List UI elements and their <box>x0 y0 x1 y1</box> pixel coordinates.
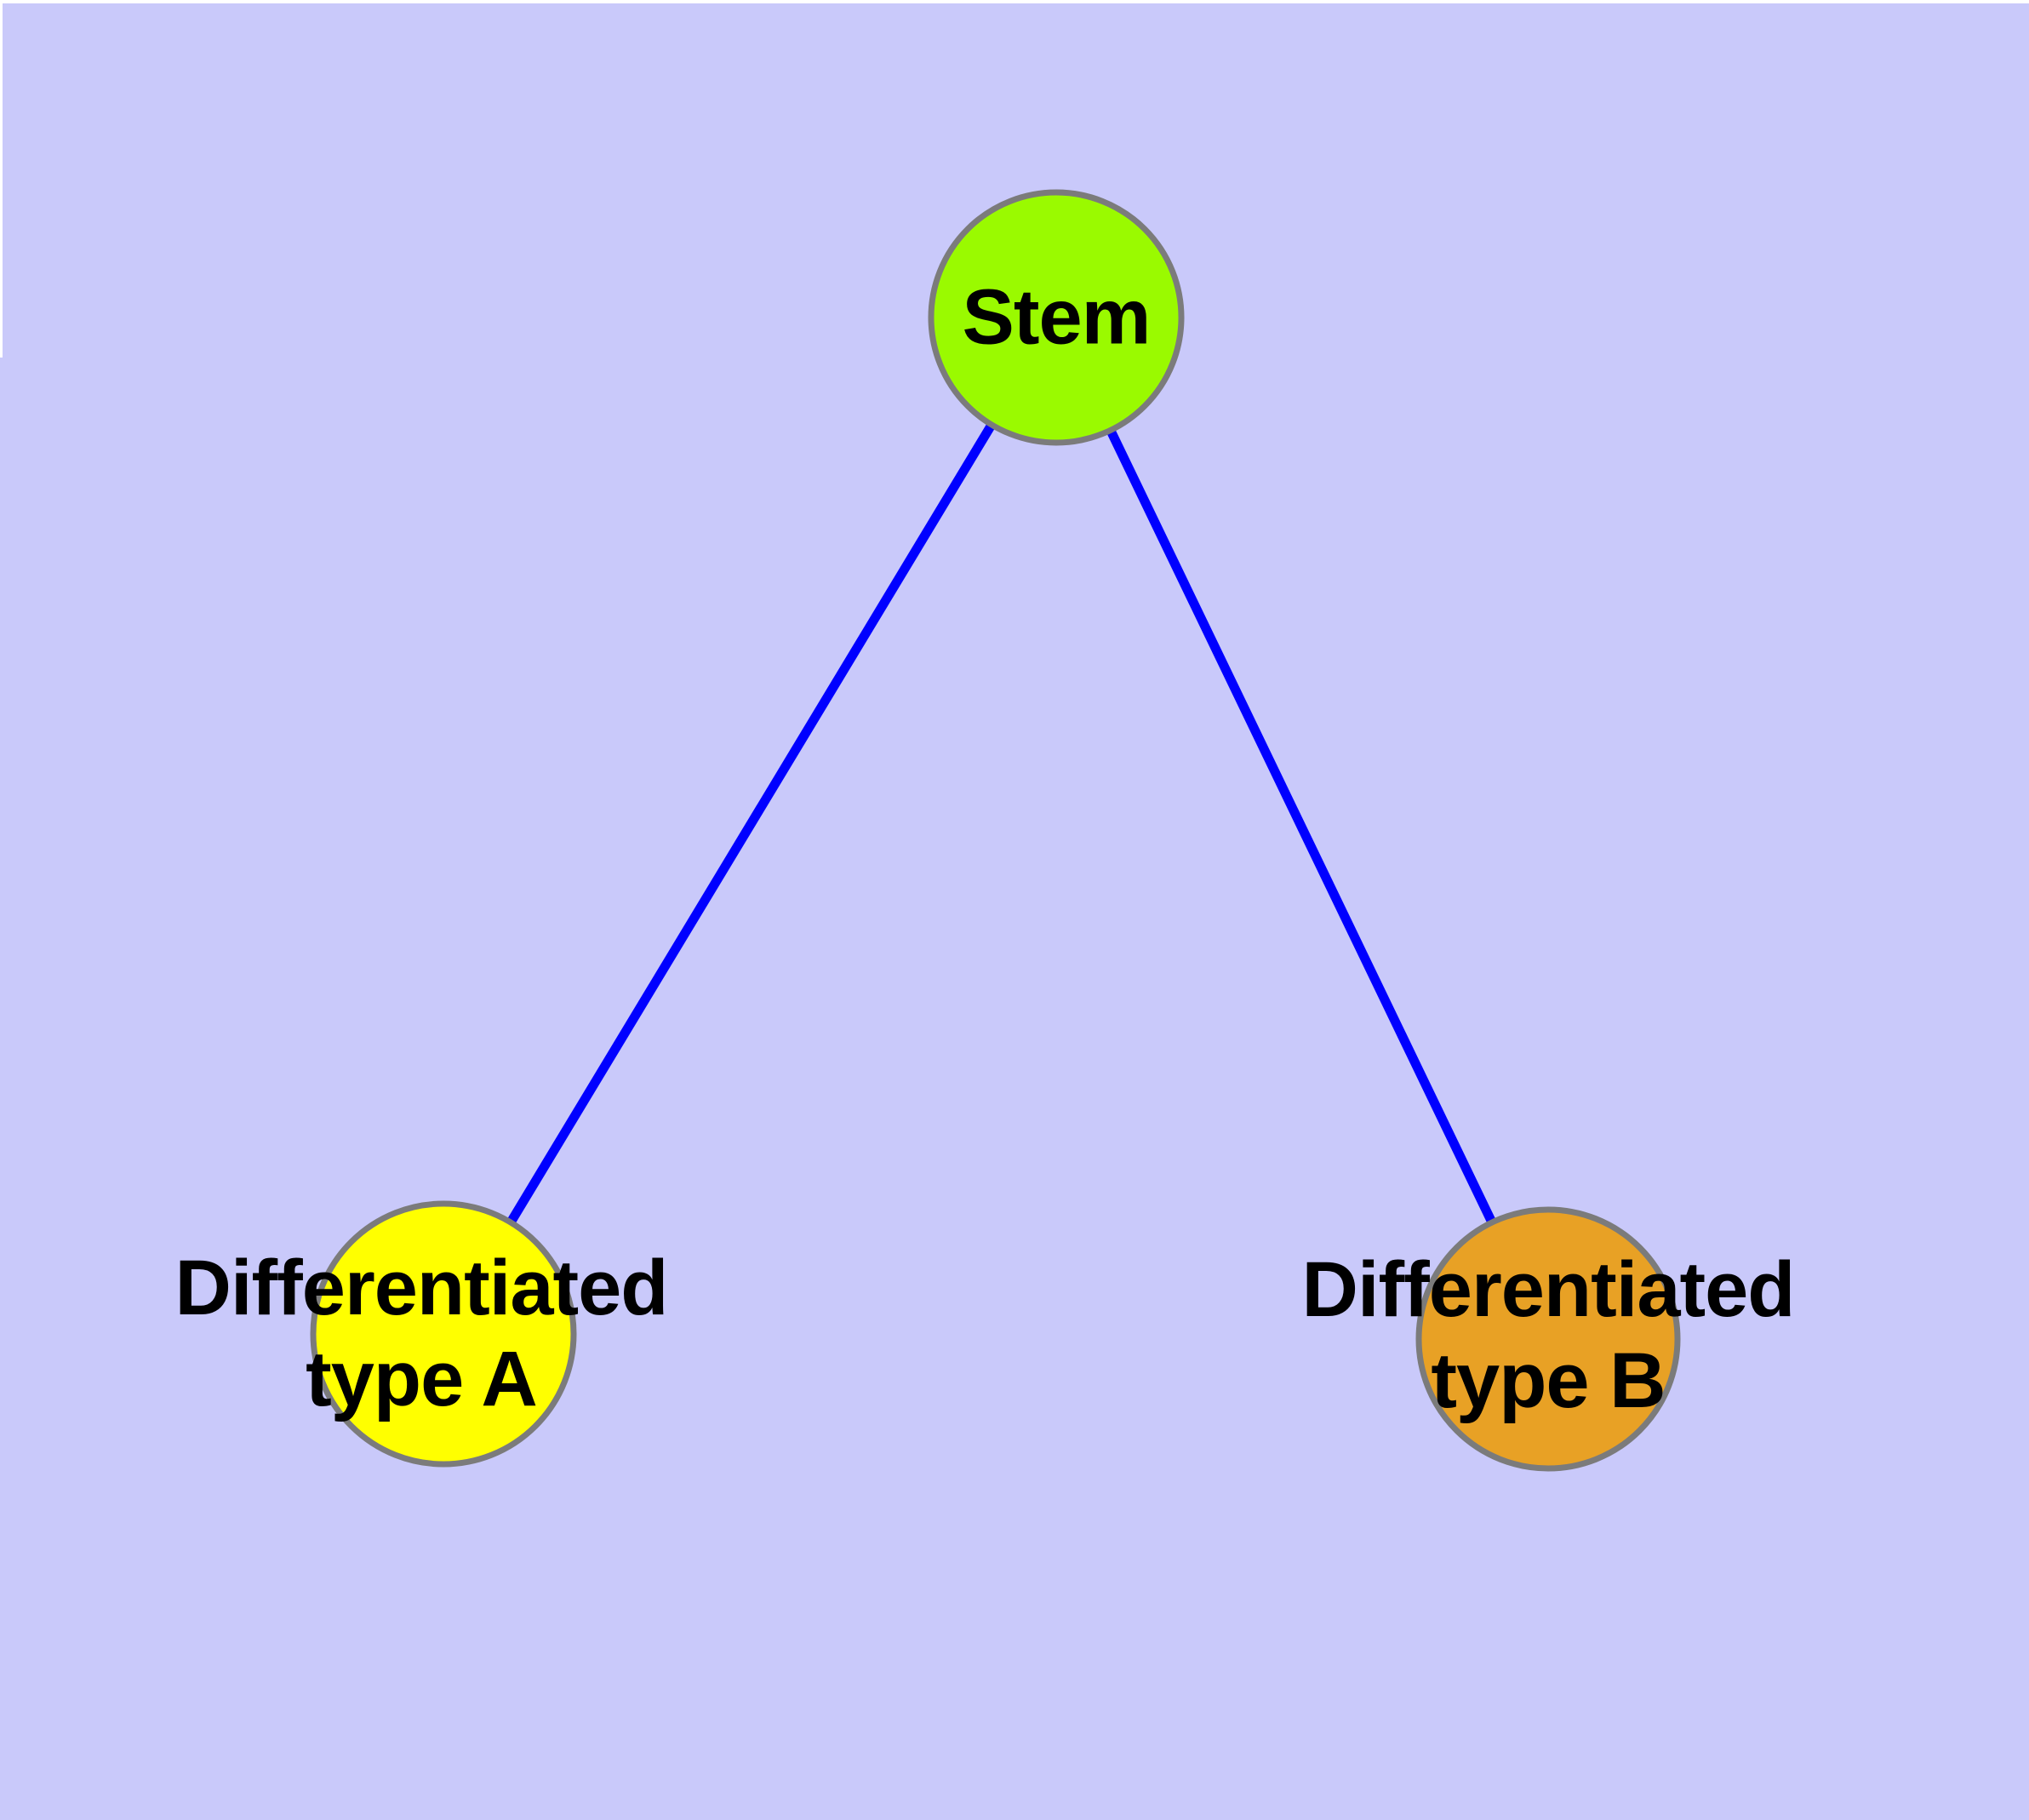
node-label-differentiated-type-b: Differentiated type B <box>1301 1246 1796 1424</box>
node-differentiated-type-b <box>1415 1206 1681 1472</box>
left-margin-strip <box>0 0 3 358</box>
edge-stem-to-type-b <box>1052 315 1552 1342</box>
top-margin-strip <box>0 0 2029 3</box>
node-differentiated-type-a <box>310 1200 577 1468</box>
edge-stem-to-type-a <box>439 315 1060 1336</box>
node-label-differentiated-type-a: Differentiated type A <box>174 1245 669 1422</box>
node-label-stem: Stem <box>962 273 1152 361</box>
node-stem <box>928 189 1185 446</box>
